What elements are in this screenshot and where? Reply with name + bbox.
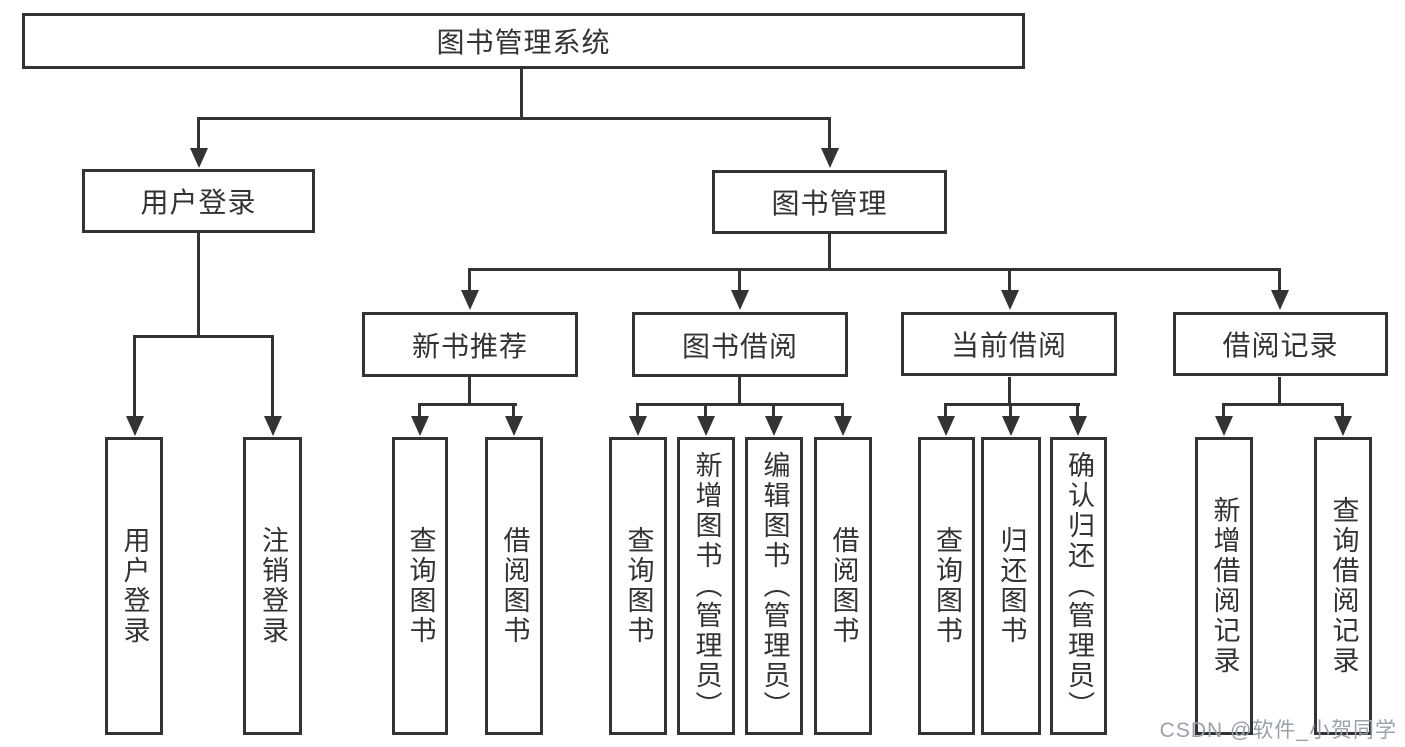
arrowhead-down-icon — [1001, 290, 1019, 310]
leaf-label: 确认归还（管理员） — [1064, 451, 1094, 721]
arrowhead-down-icon — [1334, 416, 1352, 436]
node-current-borrow: 当前借阅 — [901, 312, 1117, 376]
leaf-confirm-return-admin: 确认归还（管理员） — [1050, 437, 1107, 735]
arrowhead-down-icon — [697, 416, 715, 436]
leaf-label: 编辑图书（管理员） — [759, 451, 790, 721]
connector-stem — [1278, 377, 1281, 404]
node-new-book-recommend: 新书推荐 — [362, 312, 578, 377]
arrowhead-down-icon — [505, 416, 523, 436]
connector-drop — [512, 403, 515, 417]
leaf-label: 查询图书 — [932, 526, 962, 646]
connector-drop — [828, 117, 831, 150]
arrowhead-down-icon — [1002, 416, 1020, 436]
arrowhead-down-icon — [765, 416, 783, 436]
connector-drop — [738, 268, 741, 291]
connector-drop — [1278, 268, 1281, 291]
node-book-management: 图书管理 — [712, 170, 947, 234]
connector-stem — [468, 377, 471, 404]
leaf-label: 查询借阅记录 — [1328, 496, 1359, 676]
leaf-add-borrow-record: 新增借阅记录 — [1195, 437, 1253, 735]
node-label: 借阅记录 — [1222, 330, 1339, 361]
connector-drop — [1076, 403, 1079, 417]
connector-drop — [1008, 268, 1011, 291]
node-label: 新书推荐 — [411, 330, 528, 362]
node-user-login: 用户登录 — [82, 169, 315, 233]
watermark: CSDN @软件_小贺同学 — [1159, 719, 1397, 742]
arrowhead-down-icon — [731, 290, 749, 310]
connector-stem — [1008, 377, 1011, 404]
connector-rail — [944, 403, 1080, 406]
connector-drop — [1222, 403, 1225, 417]
connector-stem — [828, 234, 831, 270]
arrowhead-down-icon — [1271, 290, 1289, 310]
connector-drop — [772, 403, 775, 417]
connector-rail — [1222, 403, 1344, 406]
leaf-query-books: 查询图书 — [392, 437, 448, 735]
leaf-edit-books-admin: 编辑图书（管理员） — [745, 437, 803, 735]
leaf-label: 新增借阅记录 — [1209, 496, 1240, 676]
leaf-return-books: 归还图书 — [981, 437, 1041, 735]
leaf-add-books-admin: 新增图书（管理员） — [677, 437, 735, 735]
connector-drop — [133, 335, 136, 416]
arrowhead-down-icon — [264, 416, 282, 436]
connector-drop — [418, 403, 421, 417]
connector-l2-rail — [197, 117, 831, 120]
arrowhead-down-icon — [411, 416, 429, 436]
arrowhead-down-icon — [834, 416, 852, 436]
arrowhead-down-icon — [1215, 416, 1233, 436]
connector-stem — [197, 233, 200, 335]
leaf-borrow-books: 借阅图书 — [485, 437, 543, 735]
connector-drop — [944, 403, 947, 417]
leaf-label: 归还图书 — [996, 526, 1027, 646]
leaf-query-books: 查询图书 — [918, 437, 975, 735]
node-borrow-records: 借阅记录 — [1173, 312, 1388, 376]
connector-root-stem — [520, 67, 523, 118]
arrowhead-down-icon — [461, 290, 479, 310]
leaf-label: 借阅图书 — [828, 526, 859, 646]
leaf-user-login: 用户登录 — [105, 437, 163, 735]
connector-drop — [1341, 403, 1344, 417]
connector-l3-rail — [468, 268, 1281, 271]
arrowhead-down-icon — [937, 416, 955, 436]
connector-drop — [197, 117, 200, 150]
arrowhead-down-icon — [629, 416, 647, 436]
connector-drop — [271, 335, 274, 416]
arrowhead-down-icon — [126, 416, 144, 436]
connector-drop — [841, 403, 844, 417]
node-label: 当前借阅 — [950, 330, 1067, 361]
leaf-label: 用户登录 — [119, 526, 150, 646]
node-system-root: 图书管理系统 — [22, 13, 1025, 69]
connector-drop — [1009, 403, 1012, 417]
connector-rail — [134, 335, 274, 338]
arrowhead-down-icon — [190, 148, 208, 168]
connector-drop — [704, 403, 707, 417]
leaf-logout: 注销登录 — [243, 437, 302, 735]
connector-drop — [636, 403, 639, 417]
leaf-label: 查询图书 — [623, 526, 654, 646]
node-label: 图书借阅 — [681, 330, 798, 362]
leaf-borrow-books: 借阅图书 — [814, 437, 872, 735]
leaf-query-books: 查询图书 — [609, 437, 667, 735]
connector-rail — [418, 403, 517, 406]
arrowhead-down-icon — [1069, 416, 1087, 436]
leaf-label: 借阅图书 — [499, 526, 530, 646]
node-label: 图书管理系统 — [436, 27, 611, 58]
connector-stem — [738, 377, 741, 404]
leaf-label: 注销登录 — [258, 526, 288, 646]
leaf-query-borrow-record: 查询借阅记录 — [1314, 437, 1372, 735]
node-book-borrow: 图书借阅 — [632, 312, 848, 377]
node-label: 用户登录 — [140, 187, 257, 218]
leaf-label: 新增图书（管理员） — [691, 451, 722, 721]
connector-rail — [636, 403, 844, 406]
connector-drop — [468, 268, 471, 291]
leaf-label: 查询图书 — [405, 526, 436, 646]
node-label: 图书管理 — [771, 188, 888, 219]
arrowhead-down-icon — [821, 148, 839, 168]
